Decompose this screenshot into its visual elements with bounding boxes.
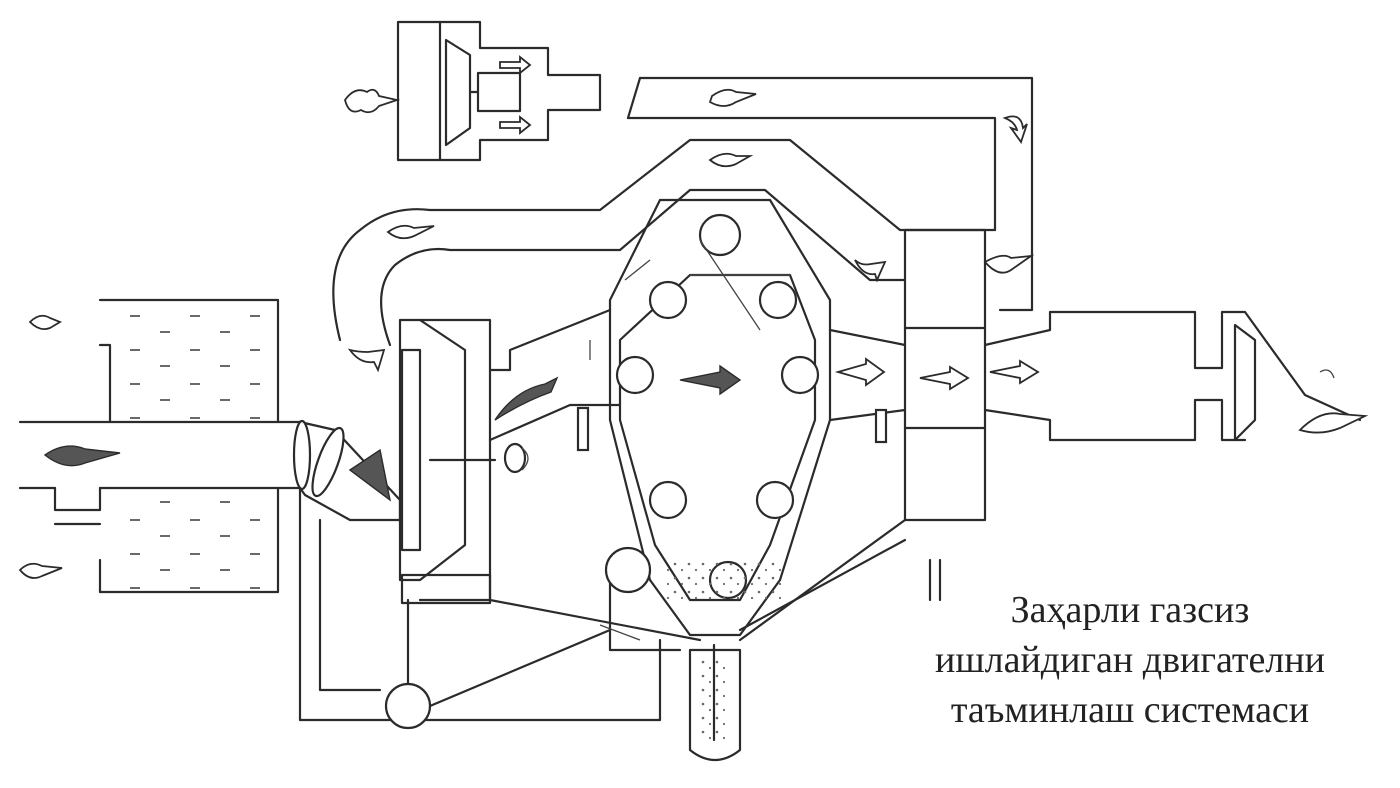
top-return-duct	[626, 76, 1034, 312]
roller-icon	[755, 480, 795, 520]
flow-arrow-icon	[499, 55, 532, 75]
flow-arrow-icon	[983, 254, 1035, 274]
roller-icon	[758, 280, 798, 320]
main-intake-pipe	[276, 419, 402, 522]
flow-arrow-icon	[386, 224, 435, 240]
curved-recirculation-duct	[332, 138, 997, 373]
rotor-hub-icon	[503, 442, 527, 474]
roller-icon	[780, 355, 820, 395]
caption-line-2: ишлайдиган двигателни	[935, 639, 1325, 681]
roller-icon	[648, 280, 688, 320]
caption-line-1: Заҳарли газсиз	[1010, 589, 1250, 631]
roller-icon	[648, 480, 688, 520]
intake-channel	[488, 308, 622, 452]
intake-arrow-icon	[18, 562, 63, 579]
flow-arrow-icon	[708, 152, 754, 168]
caption-line-3: таъминлаш системаси	[950, 689, 1310, 731]
flow-arrow-icon	[347, 348, 386, 373]
flow-arrow-icon	[834, 357, 886, 387]
flow-arrow-icon	[919, 365, 970, 391]
drive-roller-top-icon	[698, 213, 742, 257]
exhaust-arrow-icon	[28, 314, 63, 331]
chamber-outlet	[828, 328, 907, 444]
intake-air-arrow-icon	[344, 88, 401, 114]
flow-arrow-icon	[708, 88, 757, 107]
exhaust-arrow-icon	[1298, 412, 1369, 434]
flow-arrow-icon	[679, 364, 742, 396]
pump-icon	[384, 682, 432, 730]
air-filter-unit-top	[344, 20, 602, 162]
right-filter-column	[903, 228, 1035, 602]
turbine-housing	[398, 318, 529, 605]
flow-arrow-icon	[854, 259, 887, 283]
main-flow-arrow-icon	[43, 445, 121, 467]
engine-block-left	[18, 298, 280, 594]
diagram-caption: Заҳарли газсиз ишлайдиган двигателни таъ…	[900, 585, 1360, 735]
flow-arrow-icon	[499, 115, 532, 135]
flow-arrow-icon	[1002, 115, 1028, 144]
flow-arrow-icon	[494, 376, 559, 421]
flow-arrow-icon	[989, 359, 1040, 385]
flow-arrow-icon	[348, 448, 392, 502]
pressure-gauge-icon	[604, 546, 652, 594]
roller-icon	[615, 355, 655, 395]
exhaust-outlet-right	[983, 310, 1369, 442]
bottom-piping	[298, 486, 907, 762]
